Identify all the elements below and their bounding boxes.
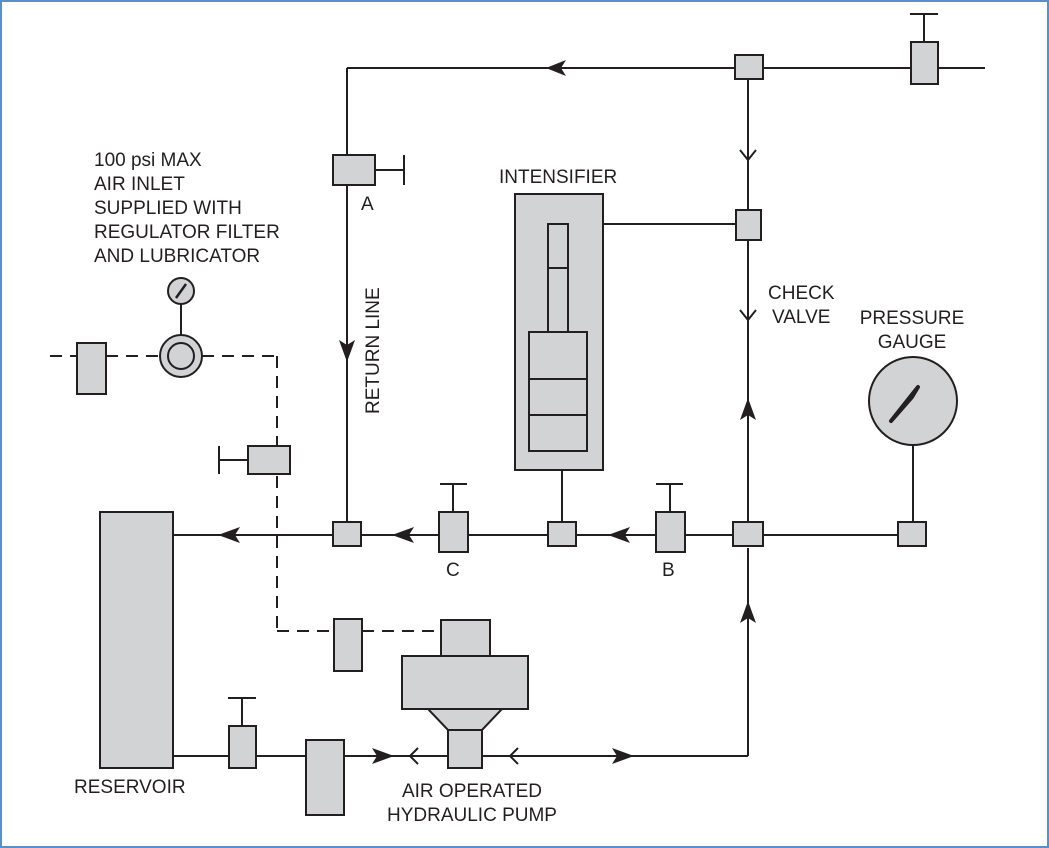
pump-label-line-2: HYDRAULIC PUMP bbox=[387, 805, 557, 826]
inlet-valve-top-right bbox=[910, 13, 939, 85]
hydraulic-lines bbox=[173, 67, 985, 757]
reservoir-tank bbox=[99, 511, 174, 769]
flow-arrows bbox=[218, 60, 756, 764]
flow-arrow-up-upper bbox=[740, 398, 756, 420]
valve-a bbox=[332, 154, 376, 186]
flow-arrow-to-pump bbox=[372, 748, 394, 764]
flow-arrow-up-lower bbox=[740, 601, 756, 623]
valve-c bbox=[438, 483, 469, 553]
reservoir-outlet-valve bbox=[228, 697, 257, 769]
air-regulator bbox=[159, 277, 203, 378]
valves bbox=[76, 13, 939, 816]
flow-arrow-from-b bbox=[608, 527, 630, 543]
junction-return bbox=[332, 521, 362, 547]
check-valve-label-line-2: VALVE bbox=[772, 307, 831, 328]
valve-b bbox=[655, 483, 686, 553]
air-inlet-label: 100 psi MAX AIR INLET SUPPLIED WITH REGU… bbox=[94, 149, 280, 269]
junction-intensifier-outlet bbox=[547, 521, 577, 547]
flow-arrow-from-c bbox=[392, 527, 414, 543]
air-inlet-label-line-4: REGULATOR FILTER bbox=[94, 222, 280, 243]
pressure-gauge bbox=[868, 356, 958, 446]
air-inlet-label-line-1: 100 psi MAX bbox=[94, 150, 202, 171]
flow-arrow-to-reservoir bbox=[218, 527, 240, 543]
return-line-label: RETURN LINE bbox=[363, 287, 384, 414]
intensifier-label: INTENSIFIER bbox=[499, 167, 618, 188]
junction-gauge bbox=[897, 521, 927, 547]
check-valve-label: CHECK VALVE bbox=[768, 282, 835, 330]
pressure-gauge-label-line-2: GAUGE bbox=[877, 332, 947, 353]
valve-b-label: B bbox=[662, 560, 675, 581]
junction-main bbox=[732, 521, 764, 547]
air-inlet-label-line-2: AIR INLET bbox=[94, 174, 185, 195]
junction-intensifier-feed bbox=[735, 209, 762, 241]
pressure-gauge-label: PRESSURE GAUGE bbox=[852, 307, 972, 355]
air-inlet-valve bbox=[76, 342, 107, 395]
pressure-gauge-label-line-1: PRESSURE bbox=[859, 308, 965, 329]
flow-arrow-top-left bbox=[546, 60, 566, 76]
check-valve-symbols bbox=[408, 149, 757, 765]
valve-a-label: A bbox=[361, 194, 374, 215]
air-inlet-label-line-5: AND LUBRICATOR bbox=[94, 246, 261, 267]
reservoir-label: RESERVOIR bbox=[74, 777, 186, 798]
air-inlet-label-line-3: SUPPLIED WITH bbox=[94, 198, 242, 219]
junction-blocks bbox=[332, 54, 927, 547]
air-lines bbox=[50, 304, 441, 632]
flow-arrow-return-line bbox=[339, 340, 355, 362]
pump-label: AIR OPERATED HYDRAULIC PUMP bbox=[372, 780, 572, 828]
flow-arrow-from-pump bbox=[612, 748, 634, 764]
air-shutoff-valve bbox=[247, 445, 291, 475]
pump-label-line-1: AIR OPERATED bbox=[401, 781, 543, 802]
air-operated-hydraulic-pump bbox=[401, 619, 529, 769]
filter-block bbox=[305, 739, 345, 816]
intensifier bbox=[514, 193, 604, 471]
valve-c-label: C bbox=[446, 560, 460, 581]
junction-top bbox=[734, 54, 764, 80]
check-valve-label-line-1: CHECK bbox=[768, 283, 835, 304]
air-valve-pump bbox=[333, 618, 363, 672]
